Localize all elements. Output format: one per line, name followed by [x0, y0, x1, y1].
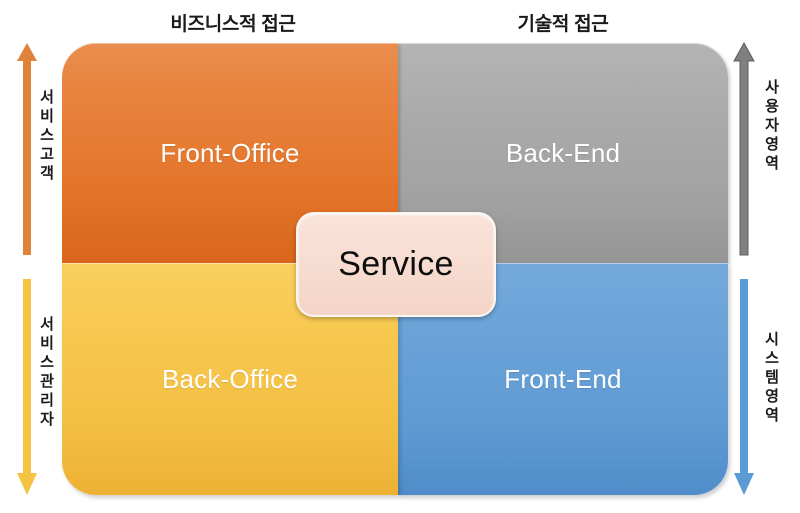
arrow-down-icon-system-domain: [731, 277, 757, 497]
quadrant-back-office-label: Back-Office: [161, 363, 299, 394]
arrow-up-icon-service-customer: [14, 41, 40, 257]
arrow-up-icon-user-domain: [731, 41, 757, 257]
quadrant-back-end-label: Back-End: [505, 137, 621, 168]
axis-label-service-customer: 서 비 스 고 객: [40, 89, 54, 182]
axis-label-user-domain: 사 용 자 영 역: [765, 79, 779, 172]
top-axis-label-business: 비즈니스적 접근: [170, 14, 296, 35]
arrow-down-icon-service-manager: [14, 277, 40, 497]
top-axis-label-technical: 기술적 접근: [517, 14, 609, 35]
service-center-label: Service: [338, 245, 454, 283]
axis-label-system-domain: 시 스 템 영 역: [765, 331, 779, 424]
quadrant-front-office-label: Front-Office: [160, 137, 300, 168]
service-center-box[interactable]: Service: [296, 212, 496, 317]
axis-label-service-manager: 서 비 스 관 리 자: [40, 316, 54, 428]
quadrant-front-end-label: Front-End: [504, 363, 622, 394]
